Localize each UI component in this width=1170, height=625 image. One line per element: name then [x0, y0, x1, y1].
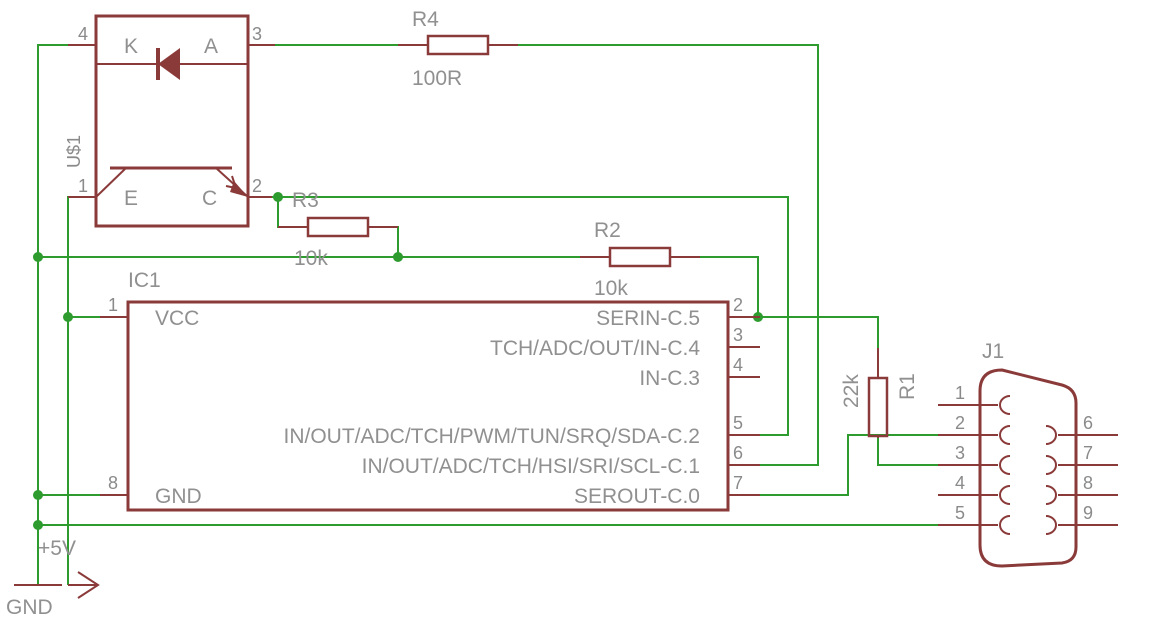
- ic1-pin-label: TCH/ADC/OUT/IN-C.4: [490, 337, 700, 360]
- vcc-label: +5V: [38, 537, 76, 560]
- j1-name: J1: [982, 340, 1004, 363]
- resistor-r2: R2 10k: [580, 219, 700, 300]
- socket-icon: [1045, 425, 1057, 535]
- junction: [33, 252, 43, 262]
- resistor-r3: R3 10k: [278, 189, 398, 270]
- db9-shell-icon: [978, 368, 1078, 568]
- supply-symbols: +5V GND: [6, 537, 100, 619]
- ic1-pin-number: 3: [733, 325, 743, 345]
- ic1-body: [126, 300, 730, 512]
- optocoupler-body: [94, 14, 250, 228]
- r3-name: R3: [292, 189, 319, 212]
- ic1: IC1 1 8 VCC GND 2 3 4 5 6 7 SERIN-C.5 TC…: [100, 269, 760, 512]
- connector-j1: J1 1 2 3 4 5 6: [938, 340, 1118, 568]
- opto-pin-number: 2: [252, 176, 262, 196]
- junction: [273, 192, 283, 202]
- ic1-pin-number: 5: [733, 413, 743, 433]
- junction: [63, 312, 73, 322]
- ic1-pin-number: 6: [733, 443, 743, 463]
- ic1-pin-number: 8: [108, 473, 118, 493]
- opto-label-e: E: [124, 187, 138, 210]
- j1-pin-number: 8: [1083, 473, 1093, 493]
- junction: [33, 490, 43, 500]
- ic1-pin-number: 4: [733, 355, 743, 375]
- j1-pin-number: 7: [1083, 443, 1093, 463]
- ic1-pin-label: VCC: [155, 307, 199, 330]
- j1-pin-number: 1: [955, 383, 965, 403]
- j1-pin-number: 9: [1083, 503, 1093, 523]
- ic1-pin-label: SEROUT-C.0: [574, 485, 700, 508]
- j1-pin-number: 6: [1083, 413, 1093, 433]
- ic1-pin-label: GND: [155, 485, 202, 508]
- opto-pin-number: 4: [78, 24, 88, 44]
- r4-name: R4: [412, 8, 439, 31]
- j1-pin-number: 2: [955, 413, 965, 433]
- junction: [393, 252, 403, 262]
- wire-r4-pin6: [518, 44, 819, 466]
- j1-pin-number: 3: [955, 443, 965, 463]
- ic1-name: IC1: [128, 269, 161, 292]
- wire-collector-pin5: [278, 196, 789, 436]
- opto-pin-number: 3: [252, 24, 262, 44]
- vcc-rail: [67, 196, 96, 585]
- opto-name: U$1: [64, 135, 84, 168]
- ic1-pin-number: 1: [108, 295, 118, 315]
- r4-value: 100R: [412, 67, 462, 90]
- wire-pin2-r1: [758, 316, 879, 348]
- opto-label-k: K: [124, 35, 138, 58]
- r1-name: R1: [896, 373, 919, 400]
- optocoupler: K A E C 4 3 1 2 U$1: [64, 14, 275, 228]
- gnd-label: GND: [6, 596, 53, 619]
- r1-value: 22k: [840, 374, 863, 408]
- wire-r3-gnd: [368, 226, 399, 257]
- wire-serout-j1-2: [760, 434, 938, 496]
- r3-value: 10k: [294, 247, 328, 270]
- opto-label-a: A: [204, 35, 218, 58]
- ic1-pin-label: SERIN-C.5: [596, 307, 700, 330]
- wires: [37, 44, 938, 585]
- transistor-icon: [95, 166, 249, 198]
- junction: [33, 520, 43, 530]
- vcc-arrow-head: [77, 571, 100, 599]
- ic1-pin-number: 7: [733, 473, 743, 493]
- resistor-r1: R1 22k: [840, 348, 919, 438]
- wire-r1-j1-3: [877, 438, 938, 466]
- j1-pin-number: 4: [955, 473, 965, 493]
- ic1-pin-label: IN-C.3: [639, 367, 700, 390]
- j1-pin-number: 5: [955, 503, 965, 523]
- led-icon: [96, 48, 248, 80]
- opto-pin-number: 1: [78, 176, 88, 196]
- ic1-pin-label: IN/OUT/ADC/TCH/PWM/TUN/SRQ/SDA-C.2: [283, 425, 700, 448]
- socket-icon: [999, 395, 1011, 535]
- ic1-pin-number: 2: [733, 295, 743, 315]
- r2-value: 10k: [594, 277, 628, 300]
- resistor-r4: R4 100R: [398, 8, 518, 90]
- r2-name: R2: [594, 219, 621, 242]
- wire-r2-pin2: [700, 256, 759, 317]
- opto-label-c: C: [202, 187, 217, 210]
- ic1-pin-label: IN/OUT/ADC/TCH/HSI/SRI/SCL-C.1: [362, 455, 700, 478]
